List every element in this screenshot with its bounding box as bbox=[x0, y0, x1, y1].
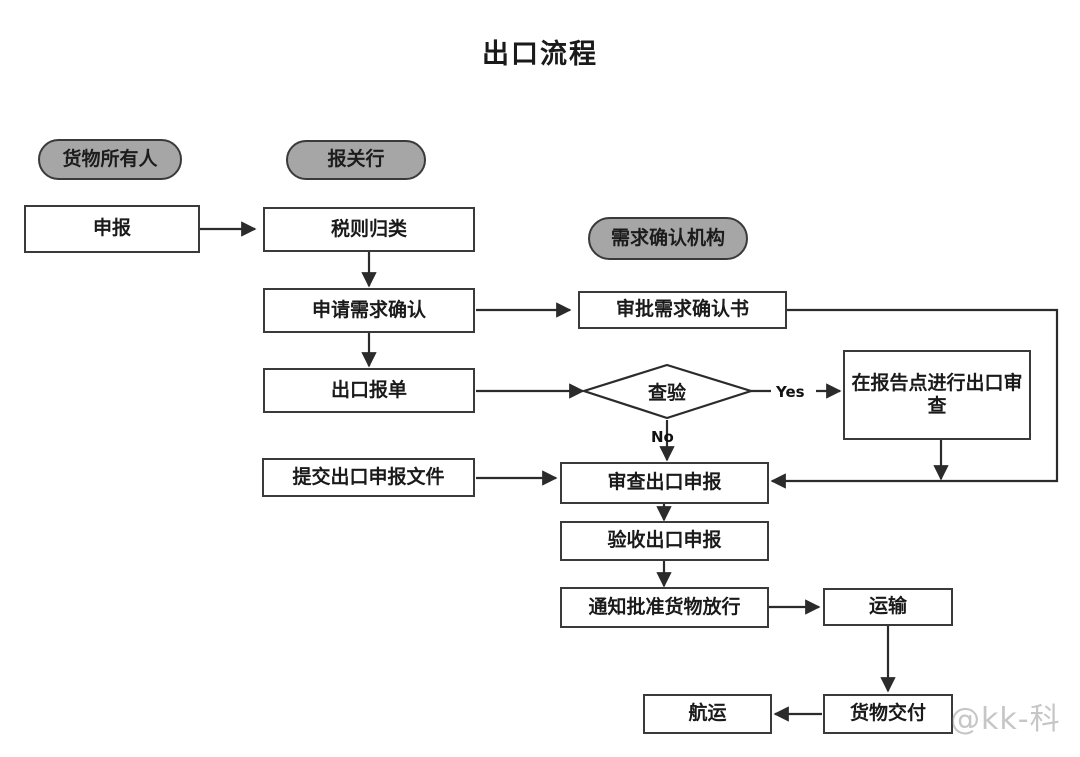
lane-customs-broker-label: 报关行 bbox=[327, 148, 385, 171]
node-goods-delivery-label: 货物交付 bbox=[849, 702, 926, 725]
node-declare[interactable]: 申报 bbox=[24, 205, 200, 253]
node-export-review-at-report-point[interactable]: 在报告点进行出口审查 bbox=[843, 350, 1031, 440]
node-review-export-declaration[interactable]: 审查出口申报 bbox=[560, 462, 769, 504]
node-transport[interactable]: 运输 bbox=[823, 588, 953, 626]
node-goods-delivery[interactable]: 货物交付 bbox=[823, 694, 953, 734]
node-review-export-declaration-label: 审查出口申报 bbox=[607, 471, 722, 494]
node-declare-label: 申报 bbox=[92, 217, 131, 240]
node-tariff-classification[interactable]: 税则归类 bbox=[263, 207, 475, 252]
node-inspection-diamond[interactable] bbox=[580, 363, 755, 420]
node-transport-label: 运输 bbox=[868, 595, 907, 618]
lane-customs-broker[interactable]: 报关行 bbox=[286, 140, 426, 180]
node-apply-requirement-confirmation-label: 申请需求确认 bbox=[311, 298, 426, 321]
lane-confirmation-agency-label: 需求确认机构 bbox=[610, 226, 725, 249]
node-export-declaration-form[interactable]: 出口报单 bbox=[263, 368, 475, 413]
node-submit-export-documents-label: 提交出口申报文件 bbox=[292, 465, 445, 488]
lane-confirmation-agency[interactable]: 需求确认机构 bbox=[588, 217, 748, 260]
node-export-declaration-form-label: 出口报单 bbox=[330, 378, 407, 401]
node-notify-release-approval[interactable]: 通知批准货物放行 bbox=[560, 587, 769, 628]
edge-label-yes: Yes bbox=[776, 383, 805, 401]
node-approve-requirement-confirmation-label: 审批需求确认书 bbox=[615, 298, 749, 321]
node-apply-requirement-confirmation[interactable]: 申请需求确认 bbox=[263, 288, 475, 333]
edge-approve-loop-to-review bbox=[770, 308, 1059, 489]
node-shipping[interactable]: 航运 bbox=[643, 694, 772, 734]
node-notify-release-approval-label: 通知批准货物放行 bbox=[588, 595, 741, 618]
watermark-text: @kk-科 bbox=[950, 702, 1061, 737]
lane-goods-owner[interactable]: 货物所有人 bbox=[38, 139, 182, 180]
node-export-review-at-report-point-label: 在报告点进行出口审查 bbox=[851, 371, 1023, 417]
node-submit-export-documents[interactable]: 提交出口申报文件 bbox=[262, 458, 475, 497]
lane-goods-owner-label: 货物所有人 bbox=[62, 147, 158, 170]
node-accept-export-declaration[interactable]: 验收出口申报 bbox=[560, 521, 769, 561]
node-approve-requirement-confirmation[interactable]: 审批需求确认书 bbox=[578, 291, 787, 329]
node-accept-export-declaration-label: 验收出口申报 bbox=[607, 529, 722, 552]
node-tariff-classification-label: 税则归类 bbox=[330, 217, 407, 240]
edge-label-no: No bbox=[651, 428, 674, 446]
page-title: 出口流程 bbox=[482, 39, 598, 70]
node-shipping-label: 航运 bbox=[688, 702, 727, 725]
